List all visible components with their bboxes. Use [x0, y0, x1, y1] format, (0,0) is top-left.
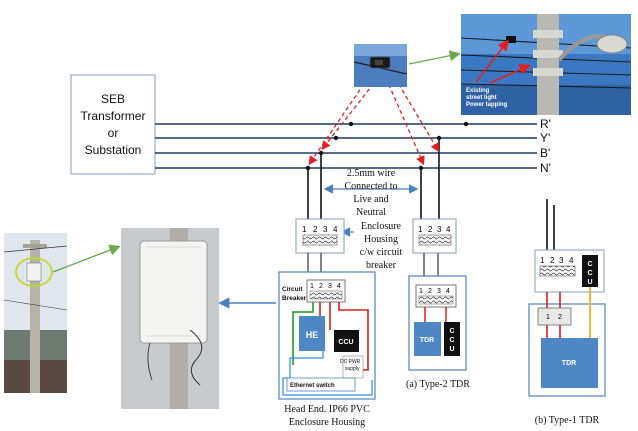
svg-text:3: 3: [437, 225, 442, 234]
substation-box: SEB Transformer or Substation: [70, 74, 156, 175]
substation-label-3: or: [108, 126, 119, 140]
svg-text:C: C: [449, 337, 454, 344]
enclosure-note-4: breaker: [366, 260, 397, 271]
svg-text:C: C: [449, 328, 454, 335]
svg-text:3: 3: [559, 256, 564, 265]
type1-tdr: 1 2 3 4 C C U 1 2 TDR: [528, 199, 606, 397]
photo-annotation-2: street light: [466, 95, 497, 101]
arrow-to-closeup: [52, 244, 121, 273]
substation-label-2: Transformer: [81, 109, 146, 123]
circuit-breaker-label-1: Circuit: [282, 286, 303, 293]
enclosure-breaker-he: 1 2 3 4: [295, 218, 345, 254]
svg-text:4: 4: [446, 288, 450, 295]
drop-wires: [307, 138, 440, 226]
svg-text:3: 3: [437, 288, 441, 295]
wire-note-2: Connected to: [344, 181, 397, 192]
psu-label-2: supply: [345, 366, 360, 372]
svg-text:4: 4: [337, 283, 341, 290]
tapping-arrows: [308, 77, 440, 166]
ccu-label: CCU: [338, 339, 353, 346]
svg-text:1: 1: [302, 225, 307, 234]
svg-text:C: C: [587, 270, 592, 277]
svg-text:2: 2: [428, 288, 432, 295]
enclosure-closeup-photo: [121, 228, 219, 409]
type2-tdr: 1 2 3 4 TDR C C U: [408, 275, 467, 371]
wire-note: 2.5mm wire Connected to Live and Neutral: [344, 168, 397, 218]
pole-photo: [3, 233, 68, 393]
type2-tdr-label: TDR: [420, 337, 434, 344]
phase-label-n: N': [540, 161, 551, 175]
wire-note-3: Live and: [353, 194, 388, 205]
svg-text:2: 2: [319, 283, 323, 290]
psu-label-1: DC PWR: [340, 359, 361, 365]
type2-caption: (a) Type-2 TDR: [406, 379, 470, 390]
he-module: [299, 316, 325, 351]
type1-tdr-label: TDR: [562, 360, 576, 367]
svg-text:1: 1: [419, 288, 423, 295]
svg-text:2: 2: [558, 314, 562, 321]
enclosure-breaker-type2: 1 2 3 4: [412, 218, 457, 254]
head-end-caption-1: Head End. IP66 PVC: [284, 404, 370, 415]
enclosure-note-3: c/w circuit: [360, 247, 403, 258]
arrow-to-streetlight: [408, 50, 461, 65]
svg-text:3: 3: [328, 283, 332, 290]
phase-lines: [155, 123, 537, 169]
wire-note-4: Neutral: [356, 207, 386, 218]
enclosure-note: Enclosure Housing c/w circuit breaker: [360, 221, 403, 271]
type2-tdr-module: [414, 322, 441, 356]
wire-note-1: 2.5mm wire: [347, 168, 396, 179]
type1-caption: (b) Type-1 TDR: [535, 415, 600, 426]
svg-text:4: 4: [569, 256, 574, 265]
phase-label-y: Y': [540, 131, 550, 145]
ethernet-switch-label: Ethernet switch: [290, 383, 335, 389]
photo-annotation-3: Power tapping: [466, 102, 508, 108]
substation-label-4: Substation: [85, 143, 142, 157]
enclosure-highlight: [15, 257, 53, 287]
type1-ccu-module: [582, 255, 598, 287]
photo-annotation-1: Existing: [466, 88, 490, 94]
svg-text:U: U: [587, 279, 592, 286]
phase-labels: R' Y' B' N': [540, 117, 551, 175]
circuit-breaker-label-2: Breaker: [282, 295, 307, 302]
ccu-module: [334, 330, 359, 352]
svg-text:1: 1: [418, 225, 423, 234]
enclosure-note-1: Enclosure: [361, 221, 402, 232]
svg-text:2: 2: [550, 256, 555, 265]
head-end-housing: Circuit Breaker 1 2 3 4 HE CCU DC PWR su…: [278, 271, 376, 400]
phase-label-r: R': [540, 117, 551, 131]
type2-ccu-module: [444, 322, 460, 356]
svg-text:1: 1: [310, 283, 314, 290]
connector-photo: [353, 44, 408, 87]
svg-text:4: 4: [446, 225, 451, 234]
he-label: HE: [306, 330, 319, 340]
head-end-caption-2: Enclosure Housing: [289, 417, 365, 428]
svg-text:1: 1: [546, 314, 550, 321]
svg-text:4: 4: [333, 225, 338, 234]
type1-tdr-module: [541, 338, 598, 388]
enclosure-note-2: Housing: [364, 234, 398, 245]
streetlight-photo: Existing street light Power tapping: [460, 14, 632, 115]
svg-text:2: 2: [428, 225, 433, 234]
svg-text:1: 1: [540, 256, 545, 265]
svg-text:2: 2: [313, 225, 318, 234]
svg-text:C: C: [587, 261, 592, 268]
svg-text:U: U: [449, 346, 454, 353]
ethernet-switch: [286, 377, 356, 392]
head-end-caption: Head End. IP66 PVC Enclosure Housing: [284, 404, 370, 428]
svg-text:3: 3: [323, 225, 328, 234]
junction-dots: [305, 121, 469, 171]
substation-label-1: SEB: [101, 92, 125, 106]
phase-label-b: B': [540, 146, 550, 160]
